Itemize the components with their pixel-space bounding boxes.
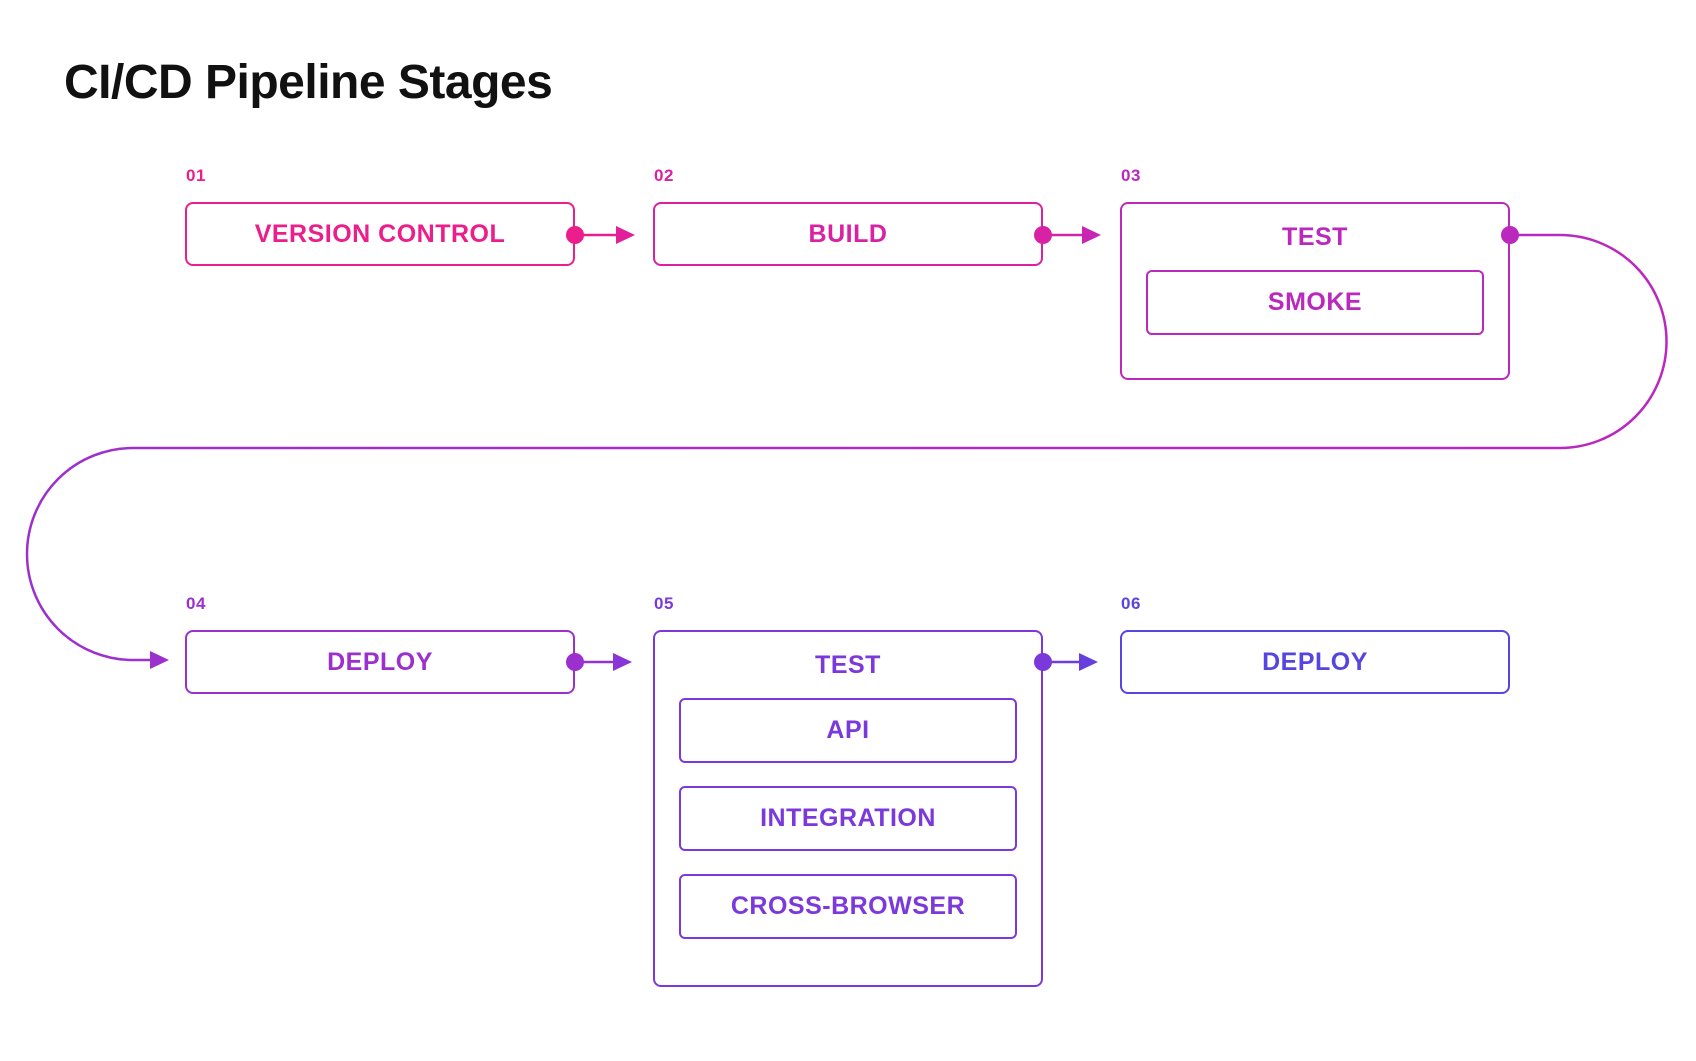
stage-number: 05	[654, 594, 674, 613]
arrowhead	[616, 226, 635, 244]
arrowhead	[150, 651, 169, 669]
stage-06-deploy: 06 DEPLOY	[1120, 594, 1510, 694]
connector-01-02	[566, 226, 635, 244]
stage-label: VERSION CONTROL	[254, 219, 506, 248]
arrowhead	[1082, 226, 1101, 244]
stage-box: DEPLOY	[185, 630, 575, 694]
stage-label: DEPLOY	[327, 647, 433, 676]
arrowhead	[613, 653, 632, 671]
stage-number: 01	[186, 166, 206, 185]
stage-04-deploy: 04 DEPLOY	[185, 594, 575, 694]
stage-box: VERSION CONTROL	[185, 202, 575, 266]
stage-label: TEST	[815, 650, 881, 679]
substage-api: API	[679, 698, 1017, 763]
stage-03-test: 03 TEST SMOKE	[1120, 166, 1510, 380]
arrowhead	[1079, 653, 1098, 671]
stage-number: 06	[1121, 594, 1141, 613]
connector-02-03	[1034, 226, 1101, 244]
stage-title-row: TEST	[655, 632, 1041, 698]
substage-smoke: SMOKE	[1146, 270, 1484, 335]
stage-box: TEST SMOKE	[1120, 202, 1510, 380]
stage-number: 02	[654, 166, 674, 185]
stage-box: DEPLOY	[1120, 630, 1510, 694]
stage-number: 04	[186, 594, 206, 613]
substage-integration: INTEGRATION	[679, 786, 1017, 851]
substage-cross-browser: CROSS-BROWSER	[679, 874, 1017, 939]
stage-label: TEST	[1282, 222, 1348, 251]
stage-label: DEPLOY	[1262, 647, 1368, 676]
stage-number: 03	[1121, 166, 1141, 185]
stage-05-test: 05 TEST API INTEGRATION CROSS-BROWSER	[653, 594, 1043, 987]
page-title: CI/CD Pipeline Stages	[64, 56, 553, 109]
stage-01-version-control: 01 VERSION CONTROL	[185, 166, 575, 266]
connector-05-06	[1034, 653, 1098, 671]
stage-title-row: TEST	[1122, 204, 1508, 270]
connector-04-05	[566, 653, 632, 671]
stage-label: BUILD	[808, 219, 888, 248]
stage-02-build: 02 BUILD	[653, 166, 1043, 266]
stage-box: TEST API INTEGRATION CROSS-BROWSER	[653, 630, 1043, 987]
stage-box: BUILD	[653, 202, 1043, 266]
